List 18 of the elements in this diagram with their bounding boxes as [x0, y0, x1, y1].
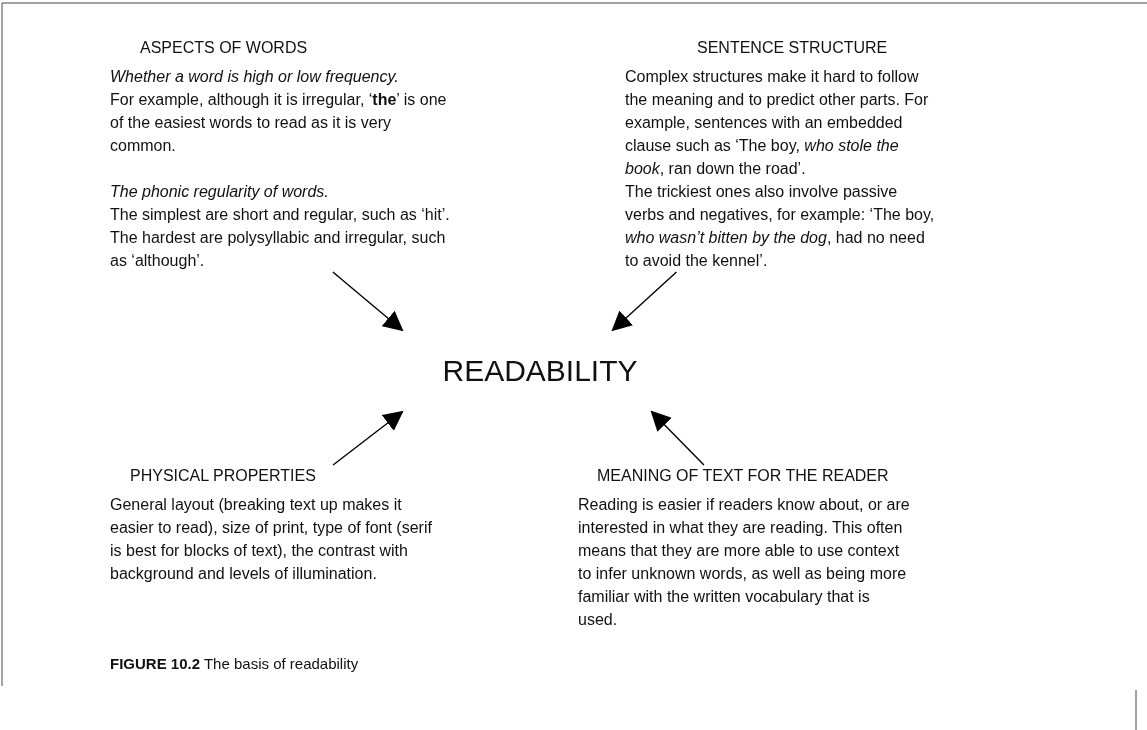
body-paragraph: The trickiest ones also involve passive verbs and negatives, for example: ‘The boy, who wasn’t bitten by the dog, had no need to avoid the kennel’.: [625, 182, 936, 271]
body-paragraph: General layout (breaking text up makes it easier to read), size of print, type of font (serif is best for blocks of text), the contrast with background and levels of illumination.: [110, 495, 433, 584]
body-paragraph: Reading is easier if readers know about, or are interested in what they are reading. This often means that they are more able to use context to infer unknown words, as well as being more familiar with the written vocabulary that is used.: [578, 495, 911, 630]
section-heading: SENTENCE STRUCTURE: [697, 38, 888, 58]
arrow: [332, 410, 404, 466]
arrow: [332, 271, 404, 332]
section-heading: PHYSICAL PROPERTIES: [130, 466, 316, 486]
arrow: [611, 271, 678, 332]
body-paragraph: The phonic regularity of words.: [110, 182, 330, 202]
arrow: [650, 410, 705, 466]
figure-caption: FIGURE 10.2 The basis of readability: [110, 655, 359, 672]
body-paragraph: Whether a word is high or low frequency.: [110, 67, 400, 87]
section-heading: ASPECTS OF WORDS: [140, 38, 308, 58]
body-paragraph: The simplest are short and regular, such as ‘hit’. The hardest are polysyllabic and irregular, such as ‘although’.: [110, 205, 451, 271]
central-title: READABILITY: [442, 353, 638, 389]
body-paragraph: Complex structures make it hard to follow the meaning and to predict other parts. For example, sentences with an embedded clause such as ‘The boy, who stole the book, ran down the road’.: [625, 67, 930, 179]
section-heading: MEANING OF TEXT FOR THE READER: [597, 466, 889, 486]
body-paragraph: For example, although it is irregular, ‘the’ is one of the easiest words to read as it is very common.: [110, 90, 448, 156]
